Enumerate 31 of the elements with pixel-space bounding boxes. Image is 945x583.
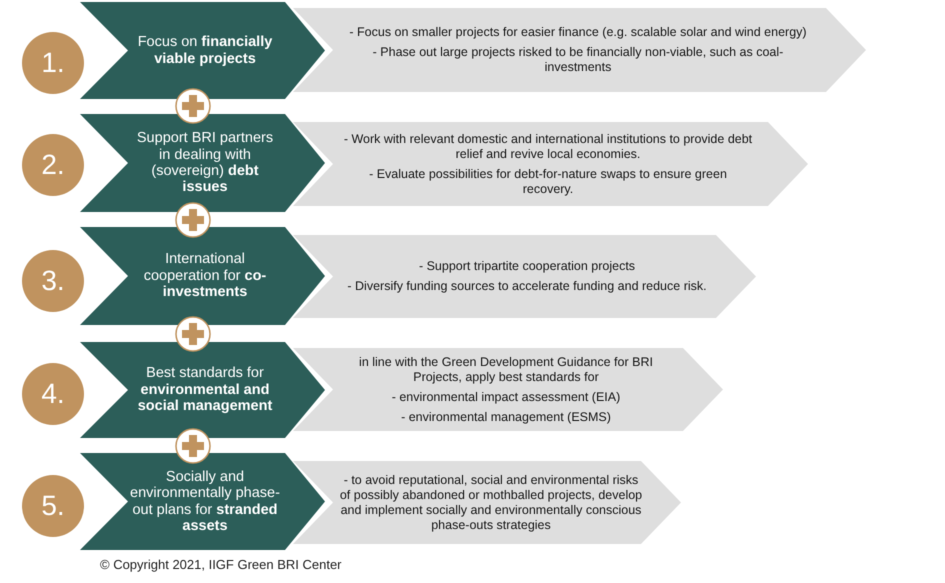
- bullet-text: - Evaluate possibilities for debt-for-nature swaps to ensure green recovery.: [368, 166, 728, 196]
- step-title: Support BRI partners in dealing with (sovereign) debt issues: [136, 130, 274, 196]
- step-number: 3.: [41, 267, 65, 295]
- detail-banner: [293, 348, 723, 431]
- detail-banner: [293, 235, 756, 318]
- step-banner: [80, 2, 325, 99]
- step-title: Socially and environmentally phase-out plans for stranded assets: [130, 468, 280, 534]
- bullet-text: - to avoid reputational, social and environmental risks of possibly abandoned or mothballed projects, develop and implement socially and environmentally conscious phase-outs strategies: [339, 472, 643, 532]
- step-banner: [80, 114, 325, 212]
- bullet-text: - Work with relevant domestic and international institutions to provide debt relief and revive local economies.: [343, 132, 753, 162]
- step-number: 5.: [41, 492, 65, 520]
- bullet-text: - Support tripartite cooperation projects: [418, 259, 636, 274]
- step-title: International cooperation for co-investments: [142, 251, 268, 301]
- bullet-text: - environmental management (ESMS): [401, 410, 611, 424]
- detail-banner: [293, 461, 681, 544]
- copyright-note: © Copyright 2021, IIGF Green BRI Center: [100, 556, 342, 574]
- step-title: Focus on financially viable projects: [136, 34, 274, 67]
- detail-banner: [293, 122, 808, 206]
- step-banner: [80, 453, 325, 550]
- bullet-text: - Diversify funding sources to accelerate funding and reduce risk.: [347, 279, 707, 294]
- step-banner: [80, 342, 325, 438]
- step-number: 2.: [41, 151, 65, 179]
- bullet-text: - Focus on smaller projects for easier finance (e.g. scalable solar and wind energy): [349, 25, 807, 40]
- bullet-text: - Phase out large projects risked to be financially non-viable, such as coal-investments: [372, 45, 784, 75]
- step-banner: [80, 227, 325, 325]
- step-number: 1.: [41, 49, 65, 77]
- step-number: 4.: [41, 380, 65, 408]
- bullet-text: - environmental impact assessment (EIA): [392, 390, 620, 404]
- step-title: Best standards for environmental and social management: [136, 365, 274, 415]
- detail-banner: [293, 8, 866, 92]
- bullet-text: in line with the Green Development Guidance for BRI Projects, apply best standards for: [358, 354, 654, 384]
